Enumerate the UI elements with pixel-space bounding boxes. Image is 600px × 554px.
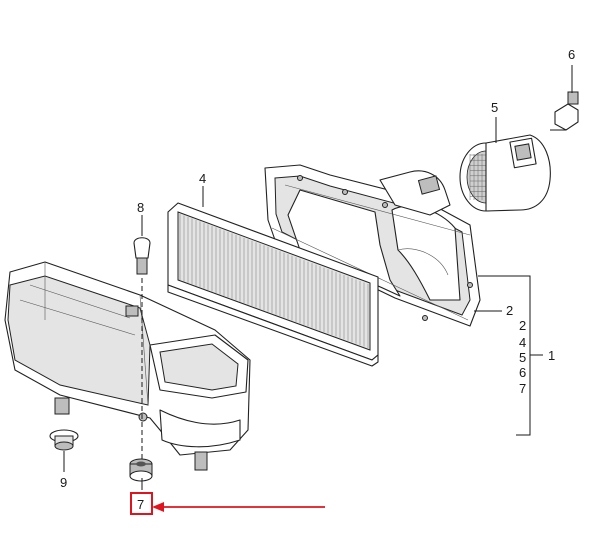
group-item-7: 7 xyxy=(519,381,526,396)
callout-7: 7 xyxy=(137,497,144,512)
group-item-2: 2 xyxy=(519,318,526,333)
filter-pleats xyxy=(179,214,369,348)
highlight-annotation xyxy=(130,492,325,515)
sensor-screw xyxy=(550,91,579,131)
callout-8: 8 xyxy=(137,200,144,215)
callout-2: 2 xyxy=(506,303,513,318)
group-item-5: 5 xyxy=(519,350,526,365)
callout-4: 4 xyxy=(199,171,206,186)
retaining-clip xyxy=(133,237,151,275)
grommet xyxy=(129,458,153,482)
callouts: 6 5 4 8 2 1 2 4 5 6 7 9 7 xyxy=(60,47,575,512)
callout-6: 6 xyxy=(568,47,575,62)
housing-lid xyxy=(264,164,481,327)
highlight-box xyxy=(130,492,153,515)
rubber-mount xyxy=(49,429,79,451)
maf-sensor xyxy=(459,134,551,212)
filter-element xyxy=(167,202,379,367)
leader-lines xyxy=(63,65,573,490)
group-item-6: 6 xyxy=(519,365,526,380)
group-item-4: 4 xyxy=(519,335,526,350)
highlight-arrow-head xyxy=(152,502,164,512)
callout-5: 5 xyxy=(491,100,498,115)
callout-9: 9 xyxy=(60,475,67,490)
lower-housing xyxy=(4,261,251,471)
callout-1: 1 xyxy=(548,348,555,363)
